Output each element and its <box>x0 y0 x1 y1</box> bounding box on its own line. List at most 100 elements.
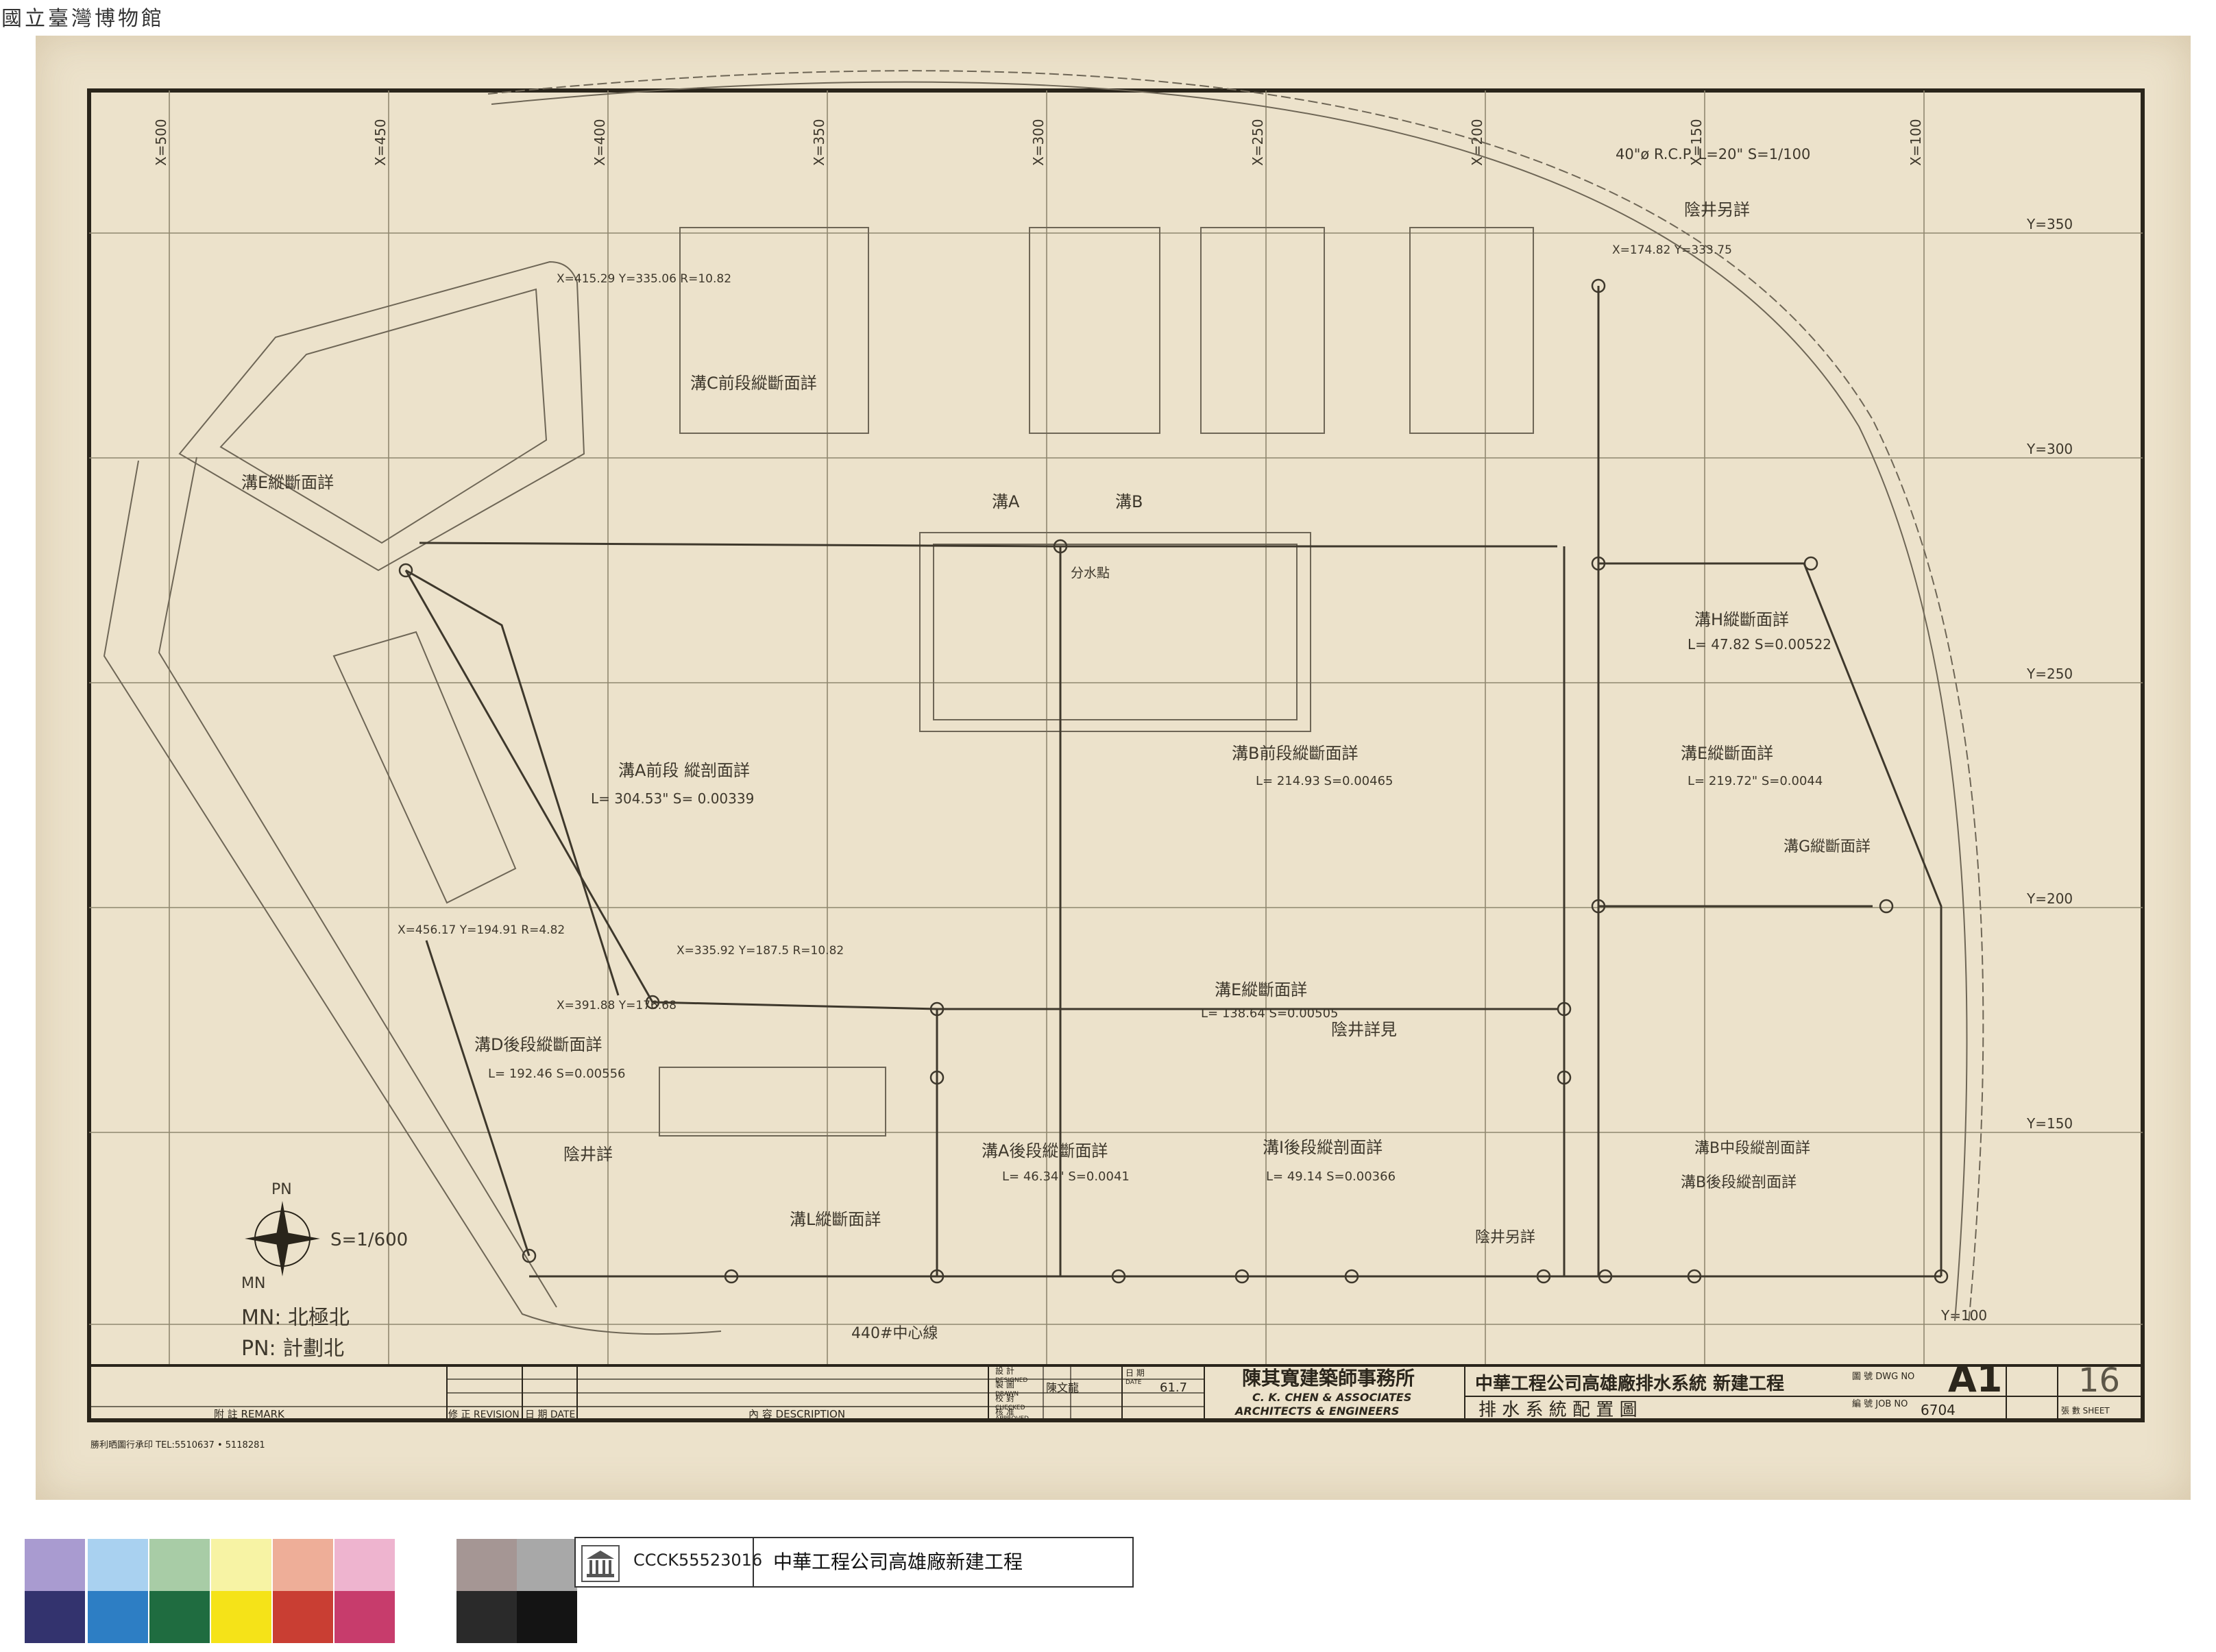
role-approved: 核 准 <box>995 1407 1014 1417</box>
date-en: DATE <box>1125 1379 1142 1386</box>
manhole <box>929 1070 945 1085</box>
manhole <box>1687 1269 1702 1284</box>
manhole <box>1111 1269 1126 1284</box>
note-ditch-h-length: L= 47.82 S=0.00522 <box>1688 636 1831 653</box>
firm-name-zh: 陳其寬建築師事務所 <box>1242 1367 1415 1389</box>
drawing-border <box>87 88 2145 1422</box>
catalog-id: CCCK55523016 <box>633 1551 763 1570</box>
job-no-label: 編 號 JOB NO <box>1852 1398 1908 1409</box>
coordinate-grid <box>89 90 2143 1365</box>
note-ditch-d-length: L= 192.46 S=0.00556 <box>488 1067 625 1081</box>
note-centerline: 440#中心線 <box>851 1325 938 1342</box>
legend-mn: MN: 北極北 <box>241 1306 350 1330</box>
note-ditch-c-front: 溝C前段縱斷面詳 <box>690 374 817 393</box>
project-title: 中華工程公司高雄廠排水系統 新建工程 <box>1475 1373 1784 1394</box>
manhole <box>1803 556 1818 571</box>
legend-pn: PN: 計劃北 <box>241 1337 344 1361</box>
color-swatch-top <box>211 1539 271 1591</box>
role-checked: 校 對 <box>995 1393 1014 1403</box>
note-ditch-i-rear: 溝I後段縱剖面詳 <box>1263 1138 1383 1157</box>
manhole <box>1598 1269 1613 1284</box>
note-ditch-a-front: 溝A前段 縱剖面詳 <box>618 761 750 780</box>
color-swatch-top <box>396 1539 456 1591</box>
firm-name-en: C. K. CHEN & ASSOCIATES <box>1252 1391 1411 1404</box>
title-block <box>88 1364 2144 1422</box>
note-coord-mid: X=335.92 Y=187.5 R=10.82 <box>677 944 844 958</box>
note-ditch-a: 溝A <box>992 492 1020 511</box>
color-swatch-bottom <box>211 1591 271 1643</box>
manhole <box>398 563 413 578</box>
note-manhole-detail-bottom: 陰井另詳 <box>1475 1229 1535 1246</box>
manhole <box>1344 1269 1359 1284</box>
manhole <box>1536 1269 1551 1284</box>
manhole <box>1053 539 1068 554</box>
manhole <box>1879 899 1894 914</box>
drainage-lines <box>404 286 1943 1278</box>
note-ditch-l: 溝L縱斷面詳 <box>790 1210 881 1229</box>
site-boundary <box>103 70 1984 1335</box>
grid-label-y100: Y=100 <box>1940 1307 1987 1324</box>
color-swatch-bottom <box>25 1591 85 1643</box>
color-swatch-bottom <box>273 1591 333 1643</box>
drawing-date: 61.7 <box>1160 1381 1187 1395</box>
printer-credit: 勝利晒圖行承印 TEL:5510637 • 5118281 <box>90 1440 265 1450</box>
role-checked-en: CHECKED <box>995 1405 1025 1411</box>
note-ditch-e-lower: 溝E縱斷面詳 <box>1215 980 1307 999</box>
note-manhole-see: 陰井詳見 <box>1331 1020 1397 1039</box>
note-ditch-g: 溝G縱斷面詳 <box>1783 838 1871 855</box>
description-label: 內 容 DESCRIPTION <box>748 1408 845 1420</box>
remark-label: 附 註 REMARK <box>214 1408 285 1420</box>
note-manhole-detail-top: 陰井另詳 <box>1684 200 1750 219</box>
role-designed: 設 計 <box>995 1365 1014 1376</box>
note-ditch-d-rear: 溝D後段縱斷面詳 <box>474 1035 602 1054</box>
catalog-title: 中華工程公司高雄廠新建工程 <box>753 1538 1023 1586</box>
manhole <box>522 1248 537 1263</box>
grid-label-x450: X=450 <box>372 119 389 166</box>
grid-label-x100: X=100 <box>1908 119 1924 166</box>
note-watershed: 分水點 <box>1071 566 1110 581</box>
color-swatch-bottom <box>396 1591 456 1643</box>
grid-label-y200: Y=200 <box>2026 890 2073 907</box>
note-coord-bottom-left: X=391.88 Y=176.68 <box>557 999 677 1012</box>
manhole <box>929 1269 945 1284</box>
museum-watermark: 國立臺灣博物館 <box>1 7 165 31</box>
note-coord-left: X=456.17 Y=194.91 R=4.82 <box>398 923 565 937</box>
north-pn-label: PN <box>271 1181 292 1198</box>
manhole <box>1591 899 1606 914</box>
note-ditch-e-lower-length: L= 138.64 S=0.00505 <box>1201 1006 1338 1021</box>
role-drawn: 製 圖 <box>995 1380 1014 1389</box>
site-plan-drawing: X=500 X=450 X=400 X=350 X=300 X=250 X=20… <box>87 70 2145 1450</box>
note-ditch-b-rear: 溝B後段縱剖面詳 <box>1681 1174 1797 1191</box>
role-drawn-en: DRAWN <box>995 1391 1019 1398</box>
note-coord-top-left: X=415.29 Y=335.06 R=10.82 <box>557 272 731 286</box>
dwg-number: A1 <box>1948 1357 2002 1400</box>
north-mn-label: MN <box>241 1275 265 1292</box>
manhole <box>1591 278 1606 293</box>
color-swatch-bottom <box>88 1591 148 1643</box>
color-swatch-bottom <box>149 1591 210 1643</box>
drawing-scale: S=1/600 <box>330 1230 408 1250</box>
manhole <box>1557 1070 1572 1085</box>
note-ditch-e-upper: 溝E縱斷面詳 <box>241 473 334 492</box>
grid-label-x300: X=300 <box>1030 119 1047 166</box>
note-rcp-pipe: 40"ø R.C.P. L=20" S=1/100 <box>1616 146 1810 162</box>
note-ditch-b-length: L= 214.93 S=0.00465 <box>1256 774 1393 788</box>
manholes <box>398 278 1949 1284</box>
dwg-no-label: 圖 號 DWG NO <box>1852 1372 1914 1382</box>
grid-label-x400: X=400 <box>592 119 608 166</box>
revision-label: 修 正 REVISION <box>448 1409 520 1420</box>
color-swatch-top <box>149 1539 210 1591</box>
note-ditch-i-length: L= 49.14 S=0.00366 <box>1266 1169 1396 1184</box>
note-ditch-a-rear: 溝A後段縱斷面詳 <box>982 1141 1108 1161</box>
note-ditch-h: 溝H縱斷面詳 <box>1694 610 1789 629</box>
sheet-no-label: 張 數 SHEET <box>2061 1406 2110 1416</box>
manhole <box>1934 1269 1949 1284</box>
role-approved-en: APPROVED <box>995 1416 1029 1422</box>
revision-date-label: 日 期 DATE <box>525 1409 575 1420</box>
date-zh: 日 期 <box>1125 1368 1145 1378</box>
color-swatch-top <box>334 1539 395 1591</box>
note-coord-top-right: X=174.82 Y=333.75 <box>1612 243 1732 257</box>
manhole <box>1591 556 1606 571</box>
note-ditch-a-length: L= 304.53" S= 0.00339 <box>591 790 754 807</box>
grid-label-y350: Y=350 <box>2026 216 2073 232</box>
